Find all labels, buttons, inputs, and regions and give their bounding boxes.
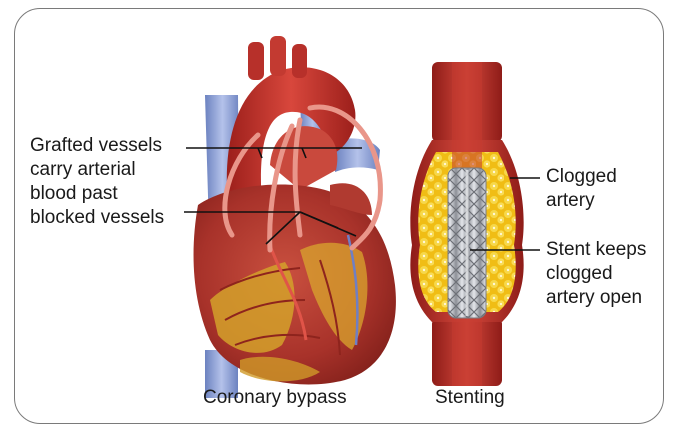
grafted-vessels-label: Grafted vessels carry arterial blood pas… — [30, 134, 164, 230]
stent-label-line-3: artery open — [546, 286, 646, 310]
clogged-label-line-2: artery — [546, 189, 617, 213]
grafted-label-line-3: blood past — [30, 182, 164, 206]
caption-coronary-bypass: Coronary bypass — [203, 386, 347, 410]
grafted-label-line-2: carry arterial — [30, 158, 164, 182]
grafted-label-line-1: Grafted vessels — [30, 134, 164, 158]
stent-label-line-1: Stent keeps — [546, 238, 646, 262]
stent-label: Stent keeps clogged artery open — [546, 238, 646, 310]
clogged-artery-label: Clogged artery — [546, 165, 617, 213]
stent-label-line-2: clogged — [546, 262, 646, 286]
grafted-label-line-4: blocked vessels — [30, 206, 164, 230]
clogged-label-line-1: Clogged — [546, 165, 617, 189]
stented-artery-illustration — [410, 62, 523, 386]
caption-stenting: Stenting — [435, 386, 505, 410]
